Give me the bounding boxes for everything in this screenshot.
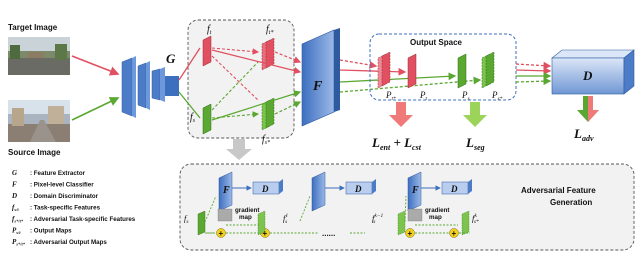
legend-description: : Feature Extractor	[30, 170, 86, 177]
fs-label: fs	[190, 112, 196, 124]
ps-label: Ps	[461, 90, 470, 102]
afg-stage-2	[311, 171, 376, 212]
pts-label: Pt*	[385, 90, 396, 102]
afg-title-line1: Adversarial Feature	[521, 186, 596, 195]
afg-gradient-label-k: gradient	[425, 207, 449, 214]
afg-f-label-1: F	[222, 185, 230, 196]
afg-gradient-label-1: gradient	[235, 207, 259, 214]
source-image-label: Source Image	[8, 148, 61, 157]
fs-feature-block	[202, 103, 212, 135]
legend-description: : Adversarial Task-specific Features	[30, 216, 136, 223]
ps-map	[457, 53, 467, 89]
loss-adv-label: Ladv	[573, 126, 594, 143]
f-to-ps-arrow	[339, 72, 457, 83]
encoder-to-ft-arrow	[178, 47, 201, 81]
pt-label: Pt	[419, 90, 428, 102]
afg-f-label-k: F	[411, 185, 419, 196]
legend-description: : Task-specific Features	[30, 205, 101, 212]
afg-stage-1	[197, 171, 283, 238]
afg-d-label-2: D	[354, 184, 362, 194]
afg-map-label-1: map	[239, 214, 252, 221]
afg-d-label-1: D	[261, 184, 269, 194]
afg-box	[179, 163, 635, 251]
legend-description: : Output Maps	[30, 228, 72, 235]
fts-to-f-arrow	[274, 51, 302, 64]
ft-feature-block	[202, 35, 212, 67]
fss-feature-block	[261, 97, 275, 131]
afg-map-label-k: map	[429, 214, 442, 221]
legend-description: : Domain Discriminator	[30, 193, 99, 200]
fts-label: ft*	[266, 24, 273, 36]
pts-map	[377, 51, 391, 89]
encoder-label: G	[166, 51, 176, 66]
target-image-label: Target Image	[8, 23, 58, 32]
ft-to-fts-arrow	[211, 47, 260, 55]
source-to-encoder-arrow	[71, 97, 120, 121]
output-space-box	[369, 33, 517, 101]
ft-label: ft	[207, 24, 212, 36]
loss-adv-arrow	[577, 96, 599, 122]
legend-description: : Adversarial Output Maps	[30, 239, 107, 246]
classifier-f	[301, 28, 340, 127]
legend-symbol: F	[12, 181, 17, 189]
pss-label: Ps*	[491, 90, 503, 102]
classifier-label: F	[312, 79, 323, 94]
f-to-pt-arrow	[339, 67, 407, 76]
afg-s2-arrow-up	[299, 195, 311, 222]
pt-map	[407, 53, 417, 89]
legend-symbol: Ps/t	[12, 227, 21, 236]
source-image	[8, 100, 70, 142]
discriminator-label: D	[582, 68, 593, 83]
afg-plus-3: +	[408, 229, 413, 238]
target-to-encoder-arrow	[71, 55, 120, 76]
fs-cross-arrow	[211, 61, 259, 111]
legend-description: : Pixel-level Classifier	[30, 182, 94, 189]
afg-plus-2: +	[263, 229, 268, 238]
out-to-d-arrow-1	[515, 61, 552, 70]
afg-d-label-k: D	[450, 184, 458, 194]
out-to-d-arrow-4	[515, 77, 552, 86]
legend-symbol: fs*/t*	[12, 215, 24, 224]
loss-ent-cst-arrow	[389, 102, 413, 127]
legend-symbol: D	[11, 192, 17, 200]
afg-plus-1: +	[219, 229, 224, 238]
afg-title-line2: Generation	[550, 198, 592, 207]
discriminator-d	[551, 49, 635, 95]
afg-fs-label: fs	[184, 213, 189, 225]
loss-seg-label: Lseg	[465, 135, 485, 152]
ft-cross-arrow	[211, 55, 259, 101]
loss-ent-cst-label: Lent + Lcst	[371, 135, 422, 152]
target-image	[8, 37, 70, 75]
output-space-title: Output Space	[410, 38, 463, 47]
afg-down-arrow	[226, 139, 252, 160]
afg-stage-k	[397, 171, 472, 238]
legend-symbol: G	[12, 169, 17, 177]
afg-dots: ......	[322, 229, 335, 238]
afg-s1-arrow-up	[204, 195, 217, 223]
encoder-to-fs-arrow	[178, 91, 201, 119]
fs-to-f-arrow	[211, 90, 302, 121]
legend-symbol: Ps*/t*	[12, 238, 26, 247]
afg-plus-4: +	[452, 229, 457, 238]
pss-map	[481, 51, 495, 89]
out-to-d-arrow-2	[515, 66, 552, 75]
legend-symbol: fs/t	[12, 204, 19, 213]
ft-to-f-arrow	[211, 49, 302, 75]
fss-label: fs*	[262, 134, 270, 146]
encoder-g	[121, 56, 179, 118]
afg-sk-arrow-up	[404, 195, 407, 223]
loss-seg-arrow	[463, 102, 487, 127]
f-to-pts-arrow	[339, 59, 378, 69]
